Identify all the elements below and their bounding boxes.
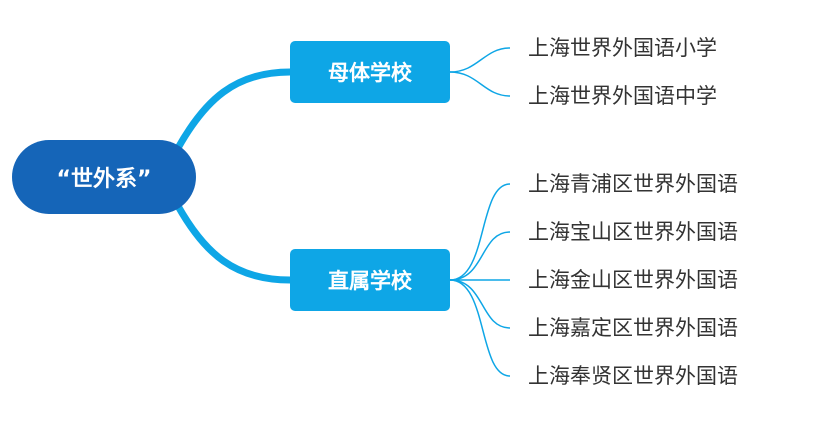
leaf-node[interactable]: 上海金山区世界外国语 [528, 268, 738, 292]
leaf-node[interactable]: 上海宝山区世界外国语 [528, 220, 738, 244]
trunk-connector-1 [174, 202, 294, 284]
branch-node-affiliated-schools[interactable]: 直属学校 [290, 249, 450, 311]
leaf-connector-1-3 [449, 279, 511, 329]
branch-node-parent-schools[interactable]: 母体学校 [290, 41, 450, 103]
leaf-connector-0-0 [449, 47, 511, 73]
leaf-connector-1-0 [449, 183, 511, 281]
leaf-connector-0-1 [449, 71, 511, 97]
leaf-connector-1-1 [449, 231, 511, 281]
leaf-node[interactable]: 上海世界外国语中学 [528, 84, 717, 108]
root-node[interactable]: “世外系” [12, 140, 196, 214]
leaf-node[interactable]: 上海青浦区世界外国语 [528, 172, 738, 196]
leaf-node[interactable]: 上海奉贤区世界外国语 [528, 364, 738, 388]
leaf-connector-1-4 [449, 279, 511, 377]
leaf-node[interactable]: 上海嘉定区世界外国语 [528, 316, 738, 340]
trunk-connector-0 [174, 68, 294, 152]
leaf-node[interactable]: 上海世界外国语小学 [528, 36, 717, 60]
